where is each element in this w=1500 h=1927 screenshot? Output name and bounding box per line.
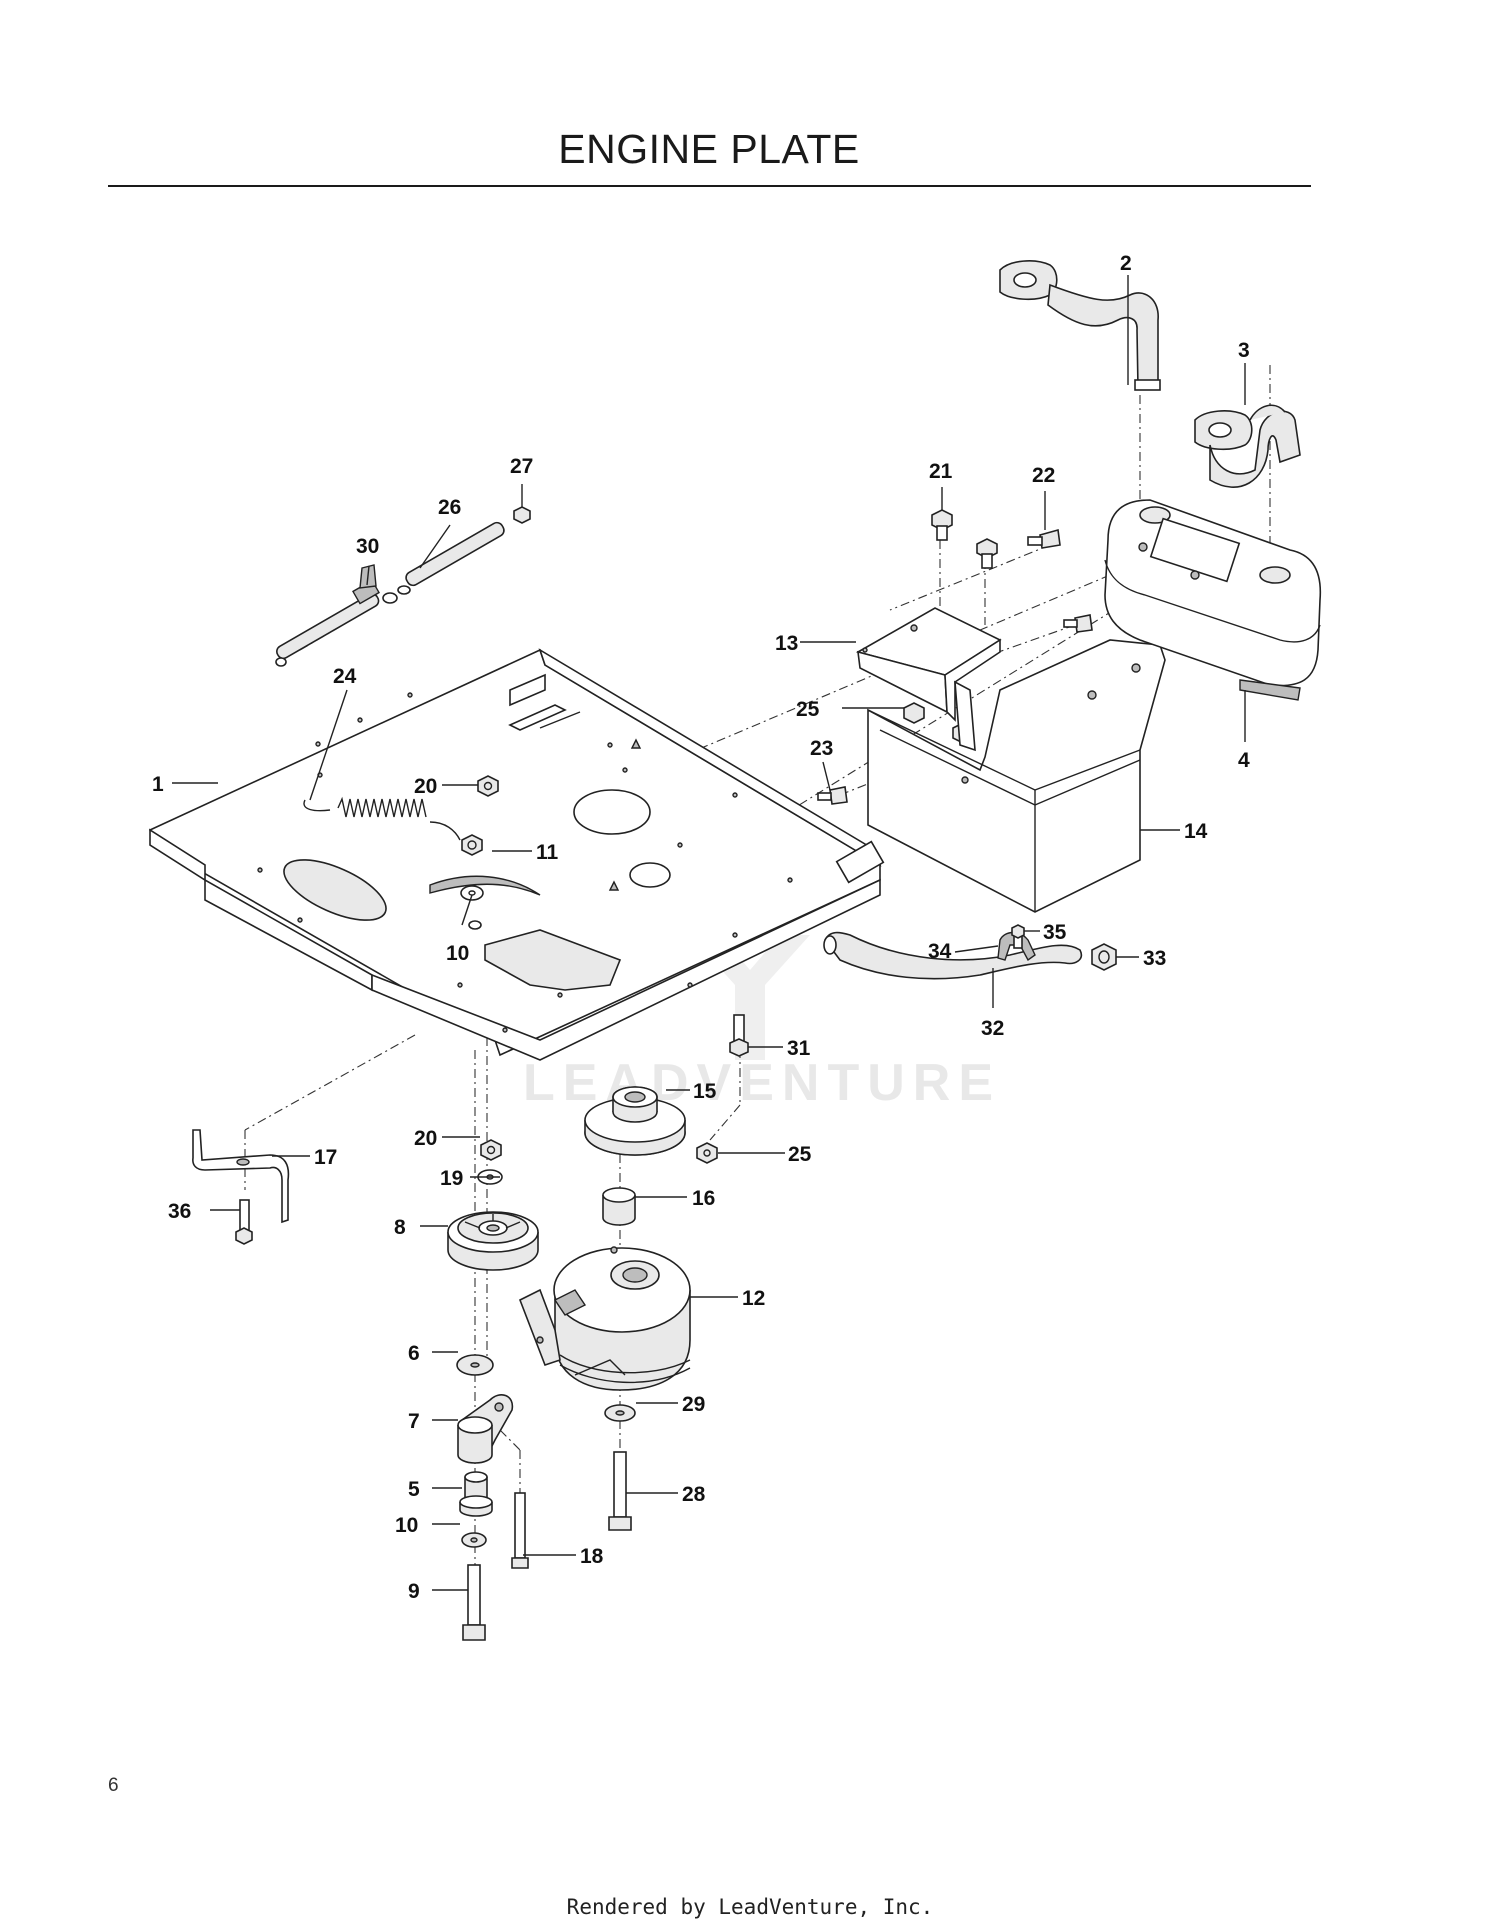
idler-washer <box>456 1354 494 1376</box>
engine-plate <box>149 648 885 1061</box>
engine-pulley <box>584 1086 686 1156</box>
callout-23: 23 <box>810 737 833 760</box>
exhaust-pipe-upper <box>999 260 1161 391</box>
clutch-washer <box>604 1404 636 1422</box>
washer-bottom <box>461 1532 487 1548</box>
callout-31: 31 <box>787 1037 811 1060</box>
callout-8: 8 <box>394 1216 406 1239</box>
callout-25-upper: 25 <box>796 698 820 721</box>
exhaust-pipe-lower <box>1194 404 1301 488</box>
clutch-bolt <box>608 1451 632 1531</box>
hose-clamp <box>997 931 1036 962</box>
callout-21: 21 <box>929 460 953 483</box>
callout-29: 29 <box>682 1393 705 1416</box>
plate-bolt <box>729 1014 749 1057</box>
callout-2: 2 <box>1120 252 1132 275</box>
callout-1: 1 <box>152 773 164 796</box>
callout-20-lower: 20 <box>414 1127 437 1150</box>
stop-bracket <box>192 1129 290 1224</box>
clamp-screw <box>1011 924 1025 949</box>
breather-hose <box>823 931 1083 980</box>
callout-9: 9 <box>408 1580 420 1603</box>
title-rule <box>108 185 1311 187</box>
callout-14: 14 <box>1184 820 1208 843</box>
callout-6: 6 <box>408 1342 420 1365</box>
callout-35: 35 <box>1043 921 1067 944</box>
washer-upper <box>460 885 484 930</box>
hose-nut <box>1091 943 1117 971</box>
spacer <box>602 1187 636 1226</box>
callout-17: 17 <box>314 1146 337 1169</box>
spring <box>303 796 461 841</box>
callout-36: 36 <box>168 1200 191 1223</box>
watermark-text: LEADVENTURE <box>523 1054 1001 1112</box>
pin <box>511 1492 529 1569</box>
callout-labels: 1 2 3 4 5 6 7 8 9 10 10 11 12 13 14 15 1… <box>152 252 1250 1603</box>
callout-30: 30 <box>356 535 379 558</box>
callout-10-upper: 10 <box>446 942 469 965</box>
heat-shield <box>867 639 1166 913</box>
callout-26: 26 <box>438 496 461 519</box>
plate-nut <box>696 1142 718 1164</box>
callout-4: 4 <box>1238 749 1250 772</box>
callout-16: 16 <box>692 1187 715 1210</box>
page-number: 6 <box>108 1775 119 1796</box>
leader-lines <box>172 275 1246 1591</box>
idler-arm <box>457 1394 514 1464</box>
idler-pulley <box>447 1211 539 1271</box>
muffler-bracket <box>855 607 1002 752</box>
callout-10-lower: 10 <box>395 1514 418 1537</box>
callout-12: 12 <box>742 1287 765 1310</box>
electric-clutch <box>518 1246 691 1391</box>
callout-7: 7 <box>408 1410 420 1433</box>
rod-assembly <box>275 506 531 667</box>
nut-upper <box>477 775 499 797</box>
callout-28: 28 <box>682 1483 706 1506</box>
callout-24: 24 <box>333 665 357 688</box>
stop-bracket-bolt <box>235 1199 253 1245</box>
nut-lower <box>480 1139 502 1161</box>
callout-33: 33 <box>1143 947 1166 970</box>
bushing <box>459 1471 493 1517</box>
footer-credit: Rendered by LeadVenture, Inc. <box>566 1895 934 1919</box>
callout-18: 18 <box>580 1545 604 1568</box>
callout-34: 34 <box>928 940 952 963</box>
callout-13: 13 <box>775 632 798 655</box>
page-title: ENGINE PLATE <box>558 126 860 172</box>
callout-5: 5 <box>408 1478 420 1501</box>
callout-20-upper: 20 <box>414 775 437 798</box>
callout-27: 27 <box>510 455 533 478</box>
callout-25-lower: 25 <box>788 1143 812 1166</box>
callout-19: 19 <box>440 1167 463 1190</box>
muffler <box>1104 499 1322 701</box>
callout-3: 3 <box>1238 339 1250 362</box>
spring-bolt <box>461 834 483 856</box>
callout-15: 15 <box>693 1080 717 1103</box>
callout-22: 22 <box>1032 464 1055 487</box>
callout-32: 32 <box>981 1017 1004 1040</box>
idler-bolt <box>462 1564 486 1641</box>
callout-11: 11 <box>536 841 559 864</box>
